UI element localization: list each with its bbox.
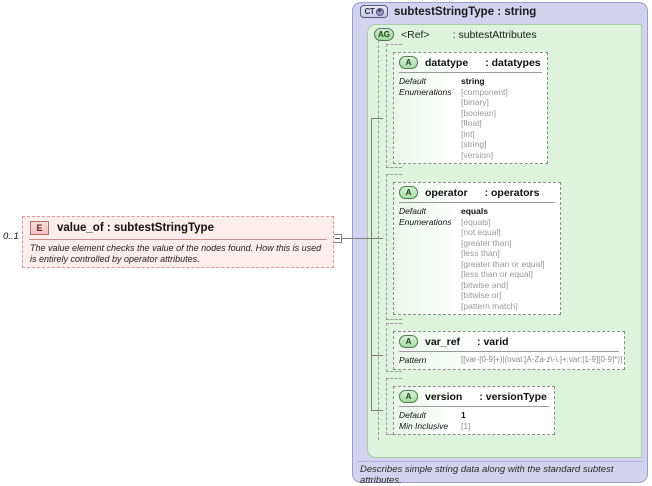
complextype-badge-label: CT [364,7,375,16]
facet-values: [[var-[0-9]+)|(oval:[A-Za-z\-\.]+:var:[1… [461,355,622,366]
facet-value: [boolean] [461,107,496,118]
attribute-icon[interactable]: A [399,335,418,348]
facet-label: Min Inclusive [399,420,449,431]
attribute-icon[interactable]: A [399,186,418,199]
attribute-header: A operator : operators [394,183,560,202]
connector-line [371,355,383,356]
attributegroup-badge-label: AG [378,30,390,39]
facet-values: [1] [461,421,550,432]
facet-value: [float] [461,118,482,128]
facet-values: [component] [binary] [boolean] [float] [… [461,87,543,161]
facet-value: [greater than or equal] [461,258,545,269]
facet-values: [equals] [not equal] [greater than] [les… [461,217,556,312]
facet-value: [int] [461,128,475,139]
attribute-header: A version : versionType [394,387,554,406]
facet-value: [binary] [461,97,489,107]
attributegroup-type: : subtestAttributes [452,28,537,41]
facet-values: equals [461,206,556,217]
attribute-icon[interactable]: A [399,390,418,403]
facet-list: Default string Enumerations [component] … [394,75,547,163]
expand-plus-icon[interactable]: + [375,7,384,16]
attribute-header: A var_ref : varid [394,332,624,351]
facet-label: Default [399,206,426,216]
attribute-name: version [425,390,463,403]
facet-value: [bitwise or] [461,290,502,300]
attribute-badge-label: A [405,392,412,401]
facet-label: Default [399,410,426,420]
facet-value: [bitwise and] [461,279,509,290]
attribute-box-version[interactable]: A version : versionType Default 1 Min In… [393,386,555,435]
element-documentation: The value element checks the value of th… [30,243,322,264]
attribute-badge-label: A [405,188,412,197]
attribute-name: datatype [425,56,469,69]
attribute-badge-label: A [405,58,412,67]
attributegroup-header: AG <Ref> : subtestAttributes [374,28,537,41]
attribute-icon[interactable]: A [399,56,418,69]
attribute-type: : operators [484,186,540,199]
element-header: E value_of : subtestStringType [23,217,333,238]
connector-line [340,238,372,239]
attribute-bracket-operator [386,174,402,320]
facet-label: Enumerations [399,216,452,227]
complextype-footer: Describes simple string data along with … [360,464,614,486]
divider [399,202,555,203]
facet-value: string [461,76,485,86]
connector-line [371,118,383,119]
collapse-toggle-icon[interactable] [333,234,342,243]
facet-value: [greater than] [461,237,512,248]
cardinality-label: 0..1 [3,231,19,242]
facet-label: Pattern [399,355,427,365]
facet-value: equals [461,206,488,216]
facet-value: [equals] [461,216,491,227]
divider [399,72,542,73]
element-icon[interactable]: E [30,221,49,235]
facet-value: [component] [461,86,508,97]
connector-line [371,410,383,411]
facet-value: [not equal] [461,227,501,237]
facet-list: Pattern [[var-[0-9]+)|(oval:[A-Za-z\-\.]… [394,354,624,369]
facet-value: [[var-[0-9]+)|(oval:[A-Za-z\-\.]+:var:[1… [461,355,623,364]
attribute-name: operator [425,186,468,199]
facet-value: [string] [461,139,487,149]
attributegroup-icon[interactable]: AG [374,28,394,41]
attribute-name: var_ref [425,335,461,348]
attribute-type: : varid [477,335,509,348]
footer-divider [357,461,643,462]
facet-value: [pattern match] [461,300,518,311]
facet-list: Default equals Enumerations [equals] [no… [394,205,560,314]
facet-label: Enumerations [399,86,452,97]
attributegroup-ref: <Ref> [401,28,430,41]
element-box[interactable]: E value_of : subtestStringType The value… [22,216,334,268]
facet-value: [1] [461,420,471,431]
attribute-box-datatype[interactable]: A datatype : datatypes Default string En… [393,52,548,164]
complextype-header: CT + subtestStringType : string [360,5,536,18]
attribute-bracket-datatype [386,44,402,168]
facet-values: string [461,76,543,87]
divider [399,406,549,407]
attributegroup-spine [378,40,379,440]
divider [399,351,619,352]
facet-values: 1 [461,410,550,421]
facet-value: [version] [461,149,494,160]
element-badge-label: E [36,223,43,233]
element-name: value_of : subtestStringType [57,222,214,234]
attribute-box-operator[interactable]: A operator : operators Default equals En… [393,182,561,315]
complextype-title: subtestStringType : string [394,5,537,18]
attribute-type: : versionType [479,390,547,403]
attribute-header: A datatype : datatypes [394,53,547,72]
facet-value: [less than] [461,248,500,258]
complextype-icon[interactable]: CT + [360,5,388,18]
attribute-box-var-ref[interactable]: A var_ref : varid Pattern [[var-[0-9]+)|… [393,331,625,370]
facet-label: Default [399,76,426,86]
facet-value: [less than or equal] [461,269,533,279]
facet-list: Default 1 Min Inclusive [1] [394,409,554,434]
minus-glyph [335,238,340,239]
connector-line [371,238,383,239]
connector-line [371,118,372,410]
attribute-badge-label: A [405,337,412,346]
facet-value: 1 [461,410,466,420]
attribute-bracket-var-ref [386,323,402,372]
divider [29,239,327,240]
attribute-type: : datatypes [485,56,541,69]
